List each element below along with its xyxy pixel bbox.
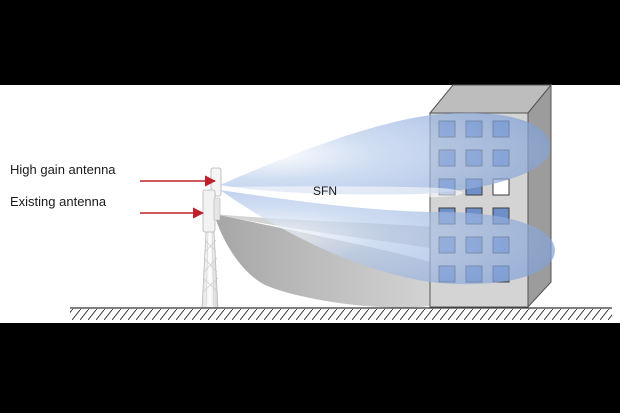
ground bbox=[70, 307, 612, 320]
high-gain-antenna-label: High gain antenna bbox=[10, 162, 116, 177]
high-gain-antenna-beams bbox=[220, 112, 555, 285]
lattice-tower-icon bbox=[201, 231, 219, 309]
existing-antenna-label: Existing antenna bbox=[10, 194, 107, 209]
existing-antenna-icon bbox=[202, 189, 221, 233]
sfn-label: SFN bbox=[313, 184, 337, 198]
